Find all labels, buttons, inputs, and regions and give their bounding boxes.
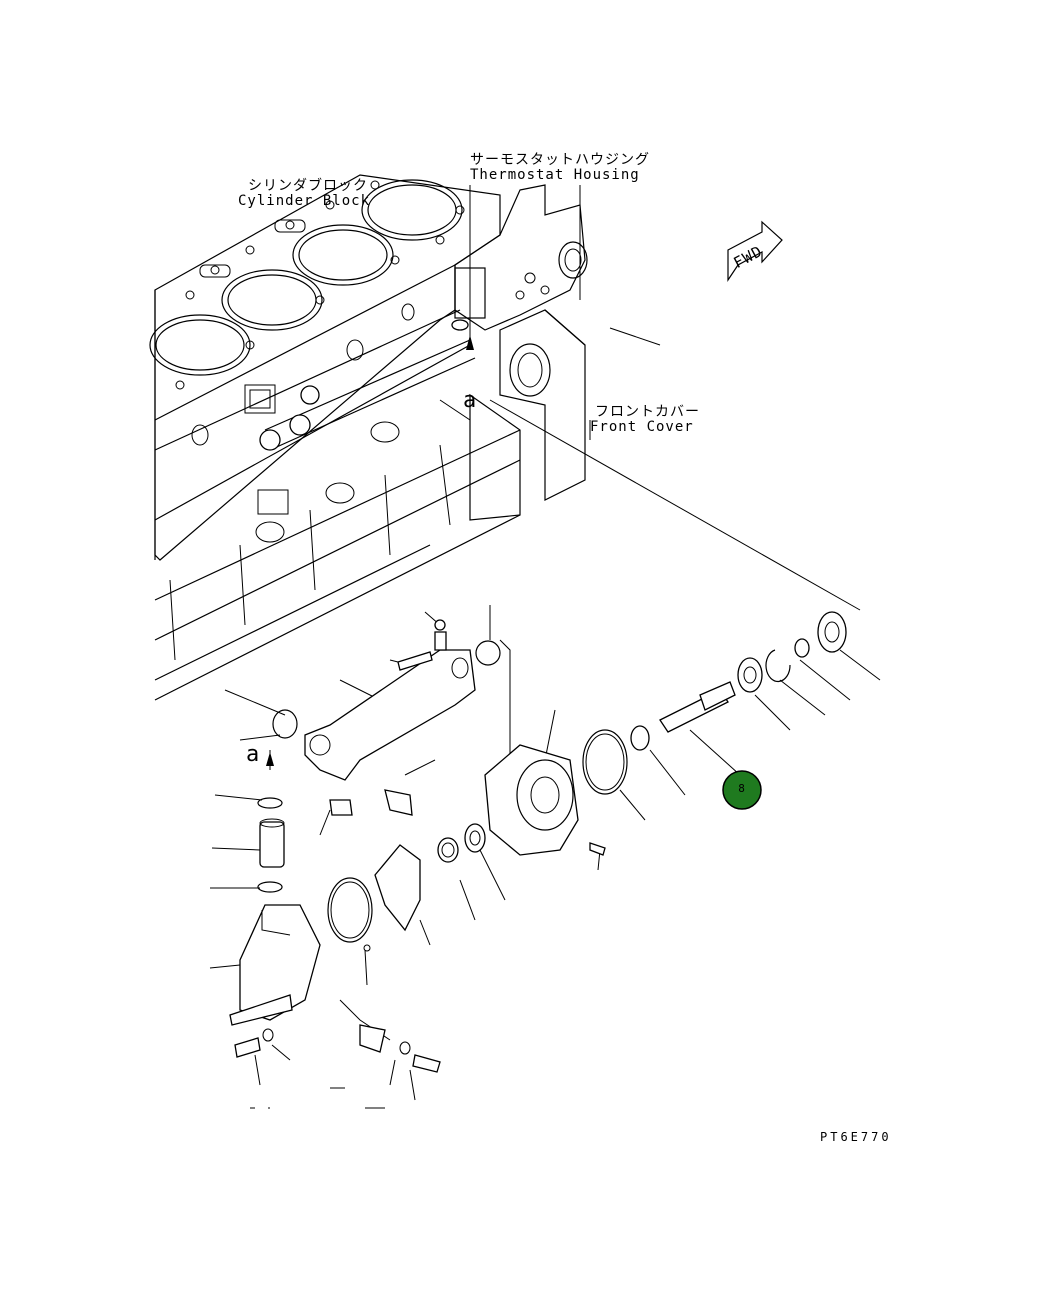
- cylinder-block-label-jp: シリンダブロック: [248, 178, 368, 194]
- ref-a-lower: a: [246, 742, 261, 767]
- front-cover-label-en: Front Cover: [590, 419, 694, 435]
- callout-number[interactable]: 8: [738, 782, 746, 795]
- exploded-parts: [229, 611, 847, 1109]
- fwd-arrow: [727, 220, 783, 282]
- thermostat-housing-label-en: Thermostat Housing: [470, 167, 640, 183]
- drawing-code: PT6E770: [820, 1130, 892, 1144]
- thermostat-housing-label-jp: サーモスタットハウジング: [470, 152, 650, 168]
- cylinder-block: [149, 174, 521, 701]
- cylinder-block-label-en: Cylinder Block: [238, 193, 371, 209]
- front-cover: [439, 309, 586, 521]
- callout-8[interactable]: [722, 770, 762, 810]
- ref-a-upper: a: [463, 388, 478, 413]
- thermostat-housing: [451, 184, 588, 331]
- leader-lines: [209, 185, 881, 1101]
- front-cover-label-jp: フロントカバー: [595, 404, 700, 420]
